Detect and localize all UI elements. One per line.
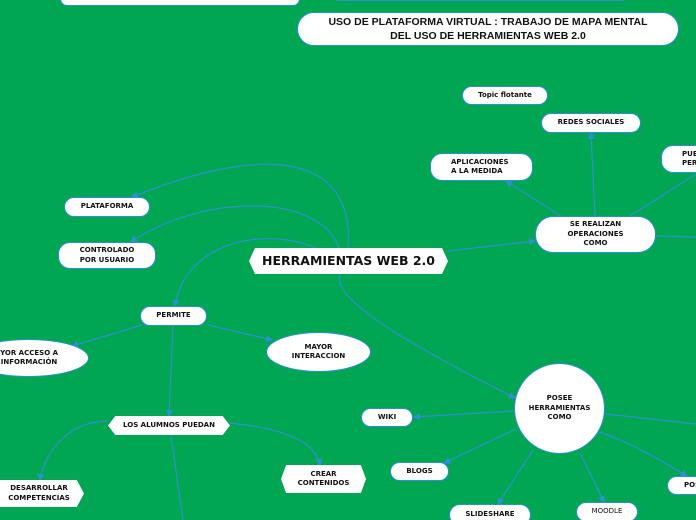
node-pos[interactable]: POS — [667, 476, 696, 495]
link-controlado — [130, 205, 341, 251]
node-posee[interactable]: POSEE HERRAMIENTAS COMO — [514, 363, 605, 454]
link-redes — [587, 131, 596, 217]
link-permite — [172, 238, 321, 308]
link-right-2 — [605, 413, 696, 425]
link-posee — [338, 274, 517, 399]
link-blogs — [442, 428, 517, 464]
node-crear[interactable]: CREAR CONTENIDOS — [281, 465, 366, 493]
link-slideshare — [497, 449, 534, 506]
link-desarrollar — [37, 420, 109, 482]
node-desarrollar[interactable]: DESARROLLAR COMPETENCIAS — [0, 480, 84, 507]
link-plataforma — [130, 163, 349, 249]
node-pue[interactable]: PUE PER — [661, 145, 696, 173]
node-aplicaciones[interactable]: APLICACIONES A LA MEDIDA — [430, 153, 533, 181]
link-down — [170, 435, 184, 520]
node-se-realizan[interactable]: SE REALIZAN OPERACIONES COMO — [535, 216, 656, 253]
link-moodle — [579, 452, 605, 504]
node-slideshare[interactable]: SLIDESHARE — [449, 504, 531, 520]
node-mayor-interaccion[interactable]: MAYOR INTERACCION — [266, 332, 371, 372]
partial-node-top[interactable] — [333, 0, 627, 1]
link-pos — [598, 431, 689, 477]
node-topic-flotante[interactable]: Topic flotante — [462, 86, 548, 105]
node-moodle[interactable]: MOODLE — [576, 502, 638, 520]
partial-node-top-left[interactable] — [60, 0, 300, 6]
link-pue — [629, 173, 696, 217]
link-se-realizan — [447, 238, 537, 252]
central-topic[interactable]: HERRAMIENTAS WEB 2.0 — [249, 248, 448, 274]
link-mayor-interaccion — [207, 324, 274, 343]
node-blogs[interactable]: BLOGS — [390, 462, 449, 481]
link-alumnos — [165, 325, 174, 418]
node-controlado[interactable]: CONTROLADO POR USUARIO — [58, 242, 156, 269]
node-wiki[interactable]: WIKI — [361, 408, 413, 427]
node-plataforma[interactable]: PLATAFORMA — [64, 197, 150, 217]
link-crear — [229, 422, 323, 467]
map-title[interactable]: USO DE PLATAFORMA VIRTUAL : TRABAJO DE M… — [297, 12, 679, 46]
node-permite[interactable]: PERMITE — [140, 306, 207, 326]
node-redes-sociales[interactable]: REDES SOCIALES — [541, 113, 641, 133]
link-wiki — [412, 410, 515, 421]
link-mayor-acceso — [70, 324, 143, 348]
node-alumnos[interactable]: LOS ALUMNOS PUEDAN — [108, 416, 230, 435]
link-aplicaciones — [504, 180, 562, 217]
link-right — [655, 235, 696, 238]
